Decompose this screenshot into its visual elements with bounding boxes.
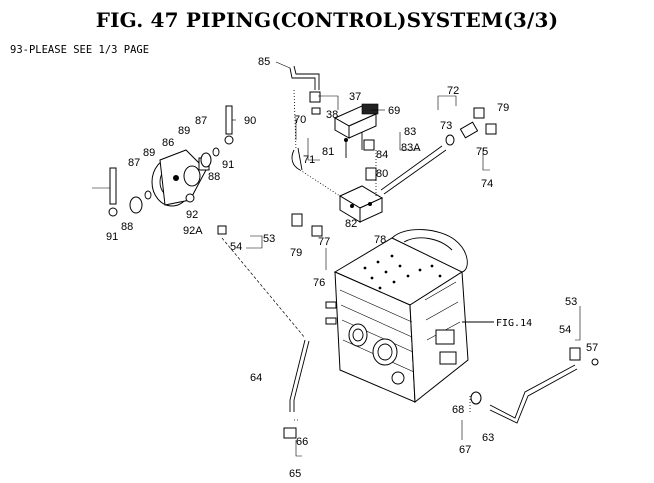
callout-88a: 88 xyxy=(208,171,220,183)
transmission-housing xyxy=(325,229,469,403)
callout-77: 77 xyxy=(318,236,330,248)
callout-83: 83 xyxy=(404,126,416,138)
callout-83a: 83A xyxy=(401,142,421,154)
callout-leaders xyxy=(92,61,581,457)
valve-block xyxy=(338,185,384,223)
callout-91a: 91 xyxy=(222,159,234,171)
callout-90a: 90 xyxy=(244,115,256,127)
callout-80: 80 xyxy=(376,168,388,180)
callout-91b: 91 xyxy=(106,231,118,243)
control-valve xyxy=(333,103,379,150)
callout-79b: 79 xyxy=(290,247,302,259)
callout-72: 72 xyxy=(447,85,459,97)
callout-75: 75 xyxy=(476,146,488,158)
callout-81: 81 xyxy=(322,146,334,158)
callout-76: 76 xyxy=(313,277,325,289)
reference-note: 93-PLEASE SEE 1/3 PAGE xyxy=(10,44,150,56)
callout-37: 37 xyxy=(349,91,361,103)
callout-87b: 87 xyxy=(128,157,140,169)
callout-38: 38 xyxy=(326,109,338,121)
callout-70: 70 xyxy=(294,114,306,126)
callout-79a: 79 xyxy=(497,102,509,114)
callout-57: 57 xyxy=(586,342,598,354)
callout-71: 71 xyxy=(303,154,315,166)
callout-53b: 53 xyxy=(565,296,577,308)
callout-84: 84 xyxy=(376,149,388,161)
callout-54b: 54 xyxy=(559,324,571,336)
callout-88b: 88 xyxy=(121,221,133,233)
callout-labels: 85 37 38 69 70 71 81 84 83 83A 80 72 73 … xyxy=(106,56,598,480)
callout-92: 92 xyxy=(186,209,198,221)
callout-87a: 87 xyxy=(195,115,207,127)
callout-66: 66 xyxy=(296,436,308,448)
pump-assembly xyxy=(108,105,234,235)
callout-68: 68 xyxy=(452,404,464,416)
fig-reference: FIG.14 xyxy=(496,318,532,329)
callout-63: 63 xyxy=(482,432,494,444)
callout-86: 86 xyxy=(162,137,174,149)
callout-64: 64 xyxy=(250,372,262,384)
callout-85: 85 xyxy=(258,56,270,68)
pipe-lines xyxy=(221,65,599,439)
callout-54a: 54 xyxy=(230,241,242,253)
callout-67: 67 xyxy=(459,444,471,456)
figure-title: FIG. 47 PIPING(CONTROL)SYSTEM(3/3) xyxy=(95,8,559,32)
callout-89a: 89 xyxy=(178,125,190,137)
callout-73: 73 xyxy=(440,120,452,132)
callout-69: 69 xyxy=(388,105,400,117)
callout-74: 74 xyxy=(481,178,493,190)
callout-89b: 89 xyxy=(143,147,155,159)
callout-92a: 92A xyxy=(183,225,203,237)
callout-53a: 53 xyxy=(263,233,275,245)
callout-65: 65 xyxy=(289,468,301,480)
callout-78: 78 xyxy=(374,234,386,246)
callout-82: 82 xyxy=(345,218,357,230)
